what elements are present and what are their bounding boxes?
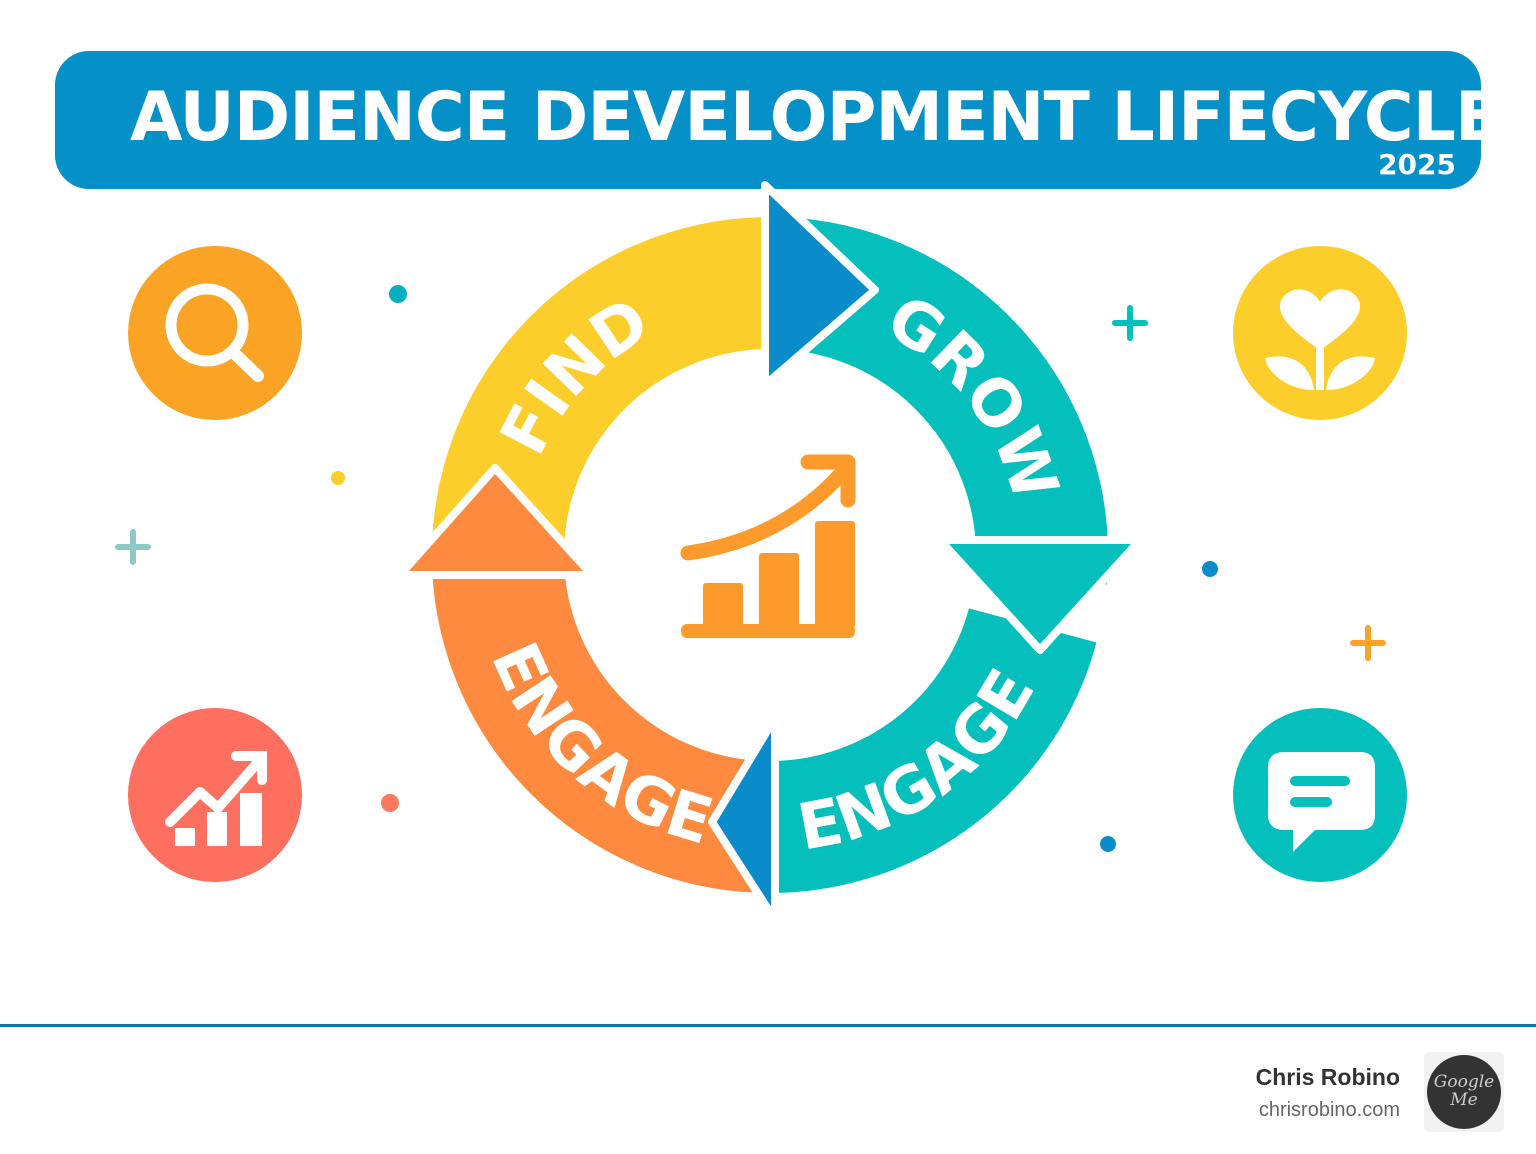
- decorative-dots: [331, 285, 1218, 852]
- year-label: 2025: [1378, 148, 1456, 181]
- bottom-arrowhead: [708, 714, 779, 924]
- top-arrowhead: [761, 181, 879, 389]
- growth-chart-icon: [128, 708, 302, 882]
- left-arrowhead: [396, 464, 596, 579]
- footer-divider: [0, 1024, 1536, 1027]
- engage-right-segment: [768, 607, 1097, 893]
- decorative-plus-signs: [115, 305, 1386, 661]
- center-growth-chart-icon: [680, 454, 856, 638]
- engage-left-segment: [432, 553, 772, 893]
- search-icon: [128, 246, 302, 420]
- author-website: chrisrobino.com: [1258, 1099, 1400, 1121]
- title-banner: [55, 51, 1481, 189]
- right-arrowhead: [936, 536, 1144, 654]
- heart-sprout-icon: [1233, 246, 1407, 420]
- author-name: Chris Robino: [1255, 1064, 1400, 1090]
- chat-bubble-icon: [1233, 708, 1407, 882]
- page-title: AUDIENCE DEVELOPMENT LIFECYCLE: [130, 78, 1501, 157]
